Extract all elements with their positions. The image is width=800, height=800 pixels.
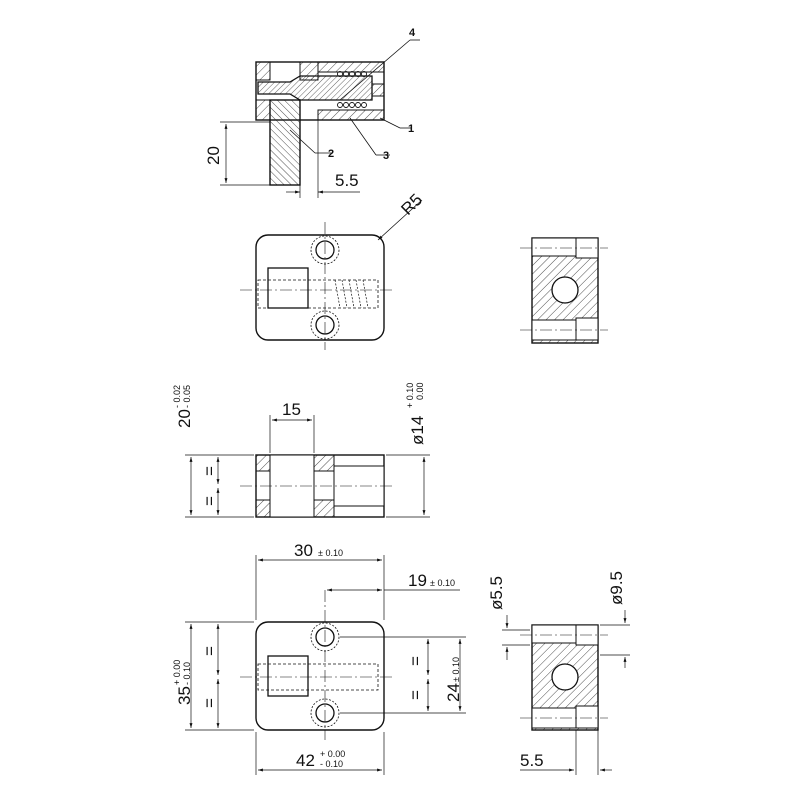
bottom-plan-view bbox=[185, 555, 466, 775]
dim-width-19-tol: ± 0.10 bbox=[430, 578, 455, 588]
spring-part-3 bbox=[337, 71, 367, 108]
side-section-view-bottom bbox=[502, 610, 630, 775]
dim-height-35-tol-upper: + 0.00 bbox=[172, 660, 182, 685]
dim-width-42-tol-lower: - 0.10 bbox=[320, 759, 343, 769]
dim-dia-14-tol-upper: + 0.10 bbox=[405, 383, 415, 408]
dim-height-20-tol-lower: - 0.05 bbox=[182, 385, 192, 408]
dim-equal-mark-5: = bbox=[406, 656, 425, 666]
dim-height-24-tol: ± 0.10 bbox=[451, 657, 461, 682]
dim-top-offset: 5.5 bbox=[335, 171, 359, 190]
dim-width-15: 15 bbox=[282, 400, 301, 419]
top-plan-view bbox=[240, 199, 423, 350]
dim-height-35-tol-lower: - 0.10 bbox=[182, 662, 192, 685]
dim-equal-mark-2: = bbox=[200, 496, 219, 506]
dim-width-30: 30 bbox=[294, 541, 313, 560]
ref-label-3: 3 bbox=[383, 150, 389, 162]
dim-radius: R5 bbox=[397, 190, 426, 219]
pin-part-2 bbox=[269, 99, 301, 186]
dim-width-19: 19 bbox=[408, 571, 427, 590]
ref-label-1: 1 bbox=[408, 123, 414, 135]
dim-side-offset: 5.5 bbox=[520, 751, 544, 770]
side-section-view-top bbox=[520, 237, 608, 344]
dim-height-20: 20 bbox=[175, 409, 194, 428]
dim-width-42: 42 bbox=[296, 751, 315, 770]
dim-height-24: 24 bbox=[444, 683, 463, 702]
dim-equal-mark-4: = bbox=[200, 698, 219, 708]
front-section-view bbox=[185, 415, 430, 518]
dim-dia-14-tol-lower: 0.00 bbox=[415, 382, 425, 400]
dim-top-height: 20 bbox=[204, 146, 223, 165]
dim-equal-mark-3: = bbox=[200, 646, 219, 656]
bottom-plan-outline bbox=[255, 621, 385, 731]
dim-width-30-tol: ± 0.10 bbox=[318, 548, 343, 558]
dim-height-20-tol-upper: - 0.02 bbox=[172, 385, 182, 408]
assembly-section-view bbox=[220, 39, 420, 198]
dim-dia-5-5: ø5.5 bbox=[487, 576, 506, 610]
dim-dia-9-5: ø9.5 bbox=[607, 571, 626, 605]
dim-equal-mark-1: = bbox=[200, 466, 219, 476]
plan-outline bbox=[255, 234, 385, 341]
plunger-part-4 bbox=[257, 75, 373, 101]
dim-height-35: 35 bbox=[175, 686, 194, 705]
dim-equal-mark-6: = bbox=[406, 690, 425, 700]
ref-label-2: 2 bbox=[328, 148, 334, 160]
dim-dia-14: ø14 bbox=[408, 416, 427, 445]
dim-width-42-tol-upper: + 0.00 bbox=[320, 749, 345, 759]
ref-label-4: 4 bbox=[409, 27, 416, 39]
